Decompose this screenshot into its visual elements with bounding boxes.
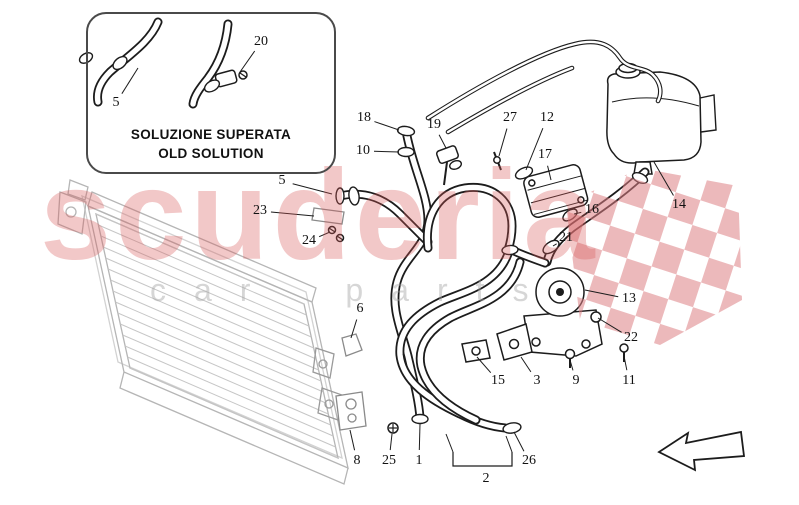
radiator-fin — [120, 323, 329, 415]
radiator-fin — [117, 312, 327, 404]
radiator-fin — [103, 246, 312, 338]
radiator-fin — [110, 279, 319, 371]
radiator-fin — [95, 213, 305, 305]
callout-5: 5 — [278, 173, 286, 188]
stud-part-27 — [493, 151, 502, 171]
callout-leader-line — [349, 429, 356, 451]
callout-27: 27 — [503, 110, 517, 125]
callout-leader-line — [418, 423, 421, 451]
clamp-part-5 — [348, 186, 360, 206]
bracket-callout-2 — [452, 452, 513, 467]
callout-leader-line — [569, 359, 574, 371]
callout-26: 26 — [522, 453, 536, 468]
clamp-part-26 — [502, 422, 522, 434]
callout-21: 21 — [559, 230, 573, 245]
callout-leader-line — [476, 356, 492, 374]
callout-leader-line — [552, 243, 557, 247]
radiator-fin — [124, 345, 334, 437]
callout-leader-line — [653, 161, 674, 196]
callout-leader-line — [318, 231, 331, 238]
callout-leader-line — [373, 150, 400, 153]
callout-leader-line — [520, 356, 532, 373]
callout-13: 13 — [622, 291, 636, 306]
checkered-flag-watermark — [566, 168, 742, 345]
radiator-fin — [105, 257, 314, 349]
inset-clamp — [112, 55, 128, 71]
callout-leader-line — [374, 121, 400, 131]
radiator-fin — [107, 268, 317, 360]
leader-lines-layer — [121, 50, 674, 453]
radiator-fin — [122, 334, 331, 426]
callout-leader-line — [445, 433, 454, 453]
callout-19: 19 — [427, 117, 441, 132]
callout-leader-line — [573, 211, 582, 215]
callout-24: 24 — [302, 233, 316, 248]
callout-leader-line — [121, 67, 139, 94]
inset-caption-line1: SOLUZIONE SUPERATA — [130, 126, 292, 142]
callout-18: 18 — [357, 110, 371, 125]
callout-16: 16 — [585, 202, 599, 217]
radiator-fin — [115, 301, 324, 393]
callout-25: 25 — [382, 453, 396, 468]
bolt-part-25 — [387, 422, 399, 434]
callout-leader-line — [389, 433, 393, 451]
callout-3: 3 — [533, 373, 541, 388]
radiator-fin — [100, 235, 310, 327]
callout-leader-line — [623, 355, 628, 371]
callout-23: 23 — [253, 203, 267, 218]
callout-leader-line — [292, 183, 333, 195]
callout-leader-line — [525, 128, 544, 171]
callout-12: 12 — [540, 110, 554, 125]
rigid-pipes — [425, 39, 663, 135]
callout-2: 2 — [482, 471, 490, 486]
radiator-fin — [112, 290, 322, 382]
callout-leader-line — [547, 165, 552, 181]
callout-20: 20 — [254, 34, 268, 49]
screws-part-24 — [327, 225, 345, 243]
callout-22: 22 — [624, 330, 638, 345]
callout-8: 8 — [353, 453, 361, 468]
bolt-part-11 — [619, 343, 629, 362]
callout-leader-line — [584, 289, 619, 298]
radiator-fin — [129, 367, 339, 459]
callout-leader-line — [505, 435, 513, 453]
water-pump-assembly — [461, 267, 629, 368]
inset-caption-line2: OLD SOLUTION — [158, 146, 264, 162]
callout-leader-line — [498, 128, 508, 157]
callout-17: 17 — [538, 147, 552, 162]
callout-leader-line — [350, 319, 358, 339]
inset-caption: SOLUZIONE SUPERATA OLD SOLUTION — [88, 125, 334, 164]
old-solution-inset-box: SOLUZIONE SUPERATA OLD SOLUTION — [86, 12, 336, 174]
callout-6: 6 — [356, 301, 364, 316]
callout-leader-line — [597, 317, 622, 333]
radiator-mounts — [335, 333, 367, 431]
radiator-fin — [127, 356, 336, 448]
callout-5: 5 — [112, 95, 120, 110]
radiator-fins — [95, 213, 339, 459]
expansion-tank — [606, 62, 717, 175]
callout-15: 15 — [491, 373, 505, 388]
radiator — [57, 179, 349, 485]
clamp-part-21 — [542, 239, 560, 255]
callout-leader-line — [239, 50, 256, 73]
callout-14: 14 — [672, 197, 686, 212]
callout-11: 11 — [622, 373, 636, 388]
callout-10: 10 — [356, 143, 370, 158]
direction-arrow — [657, 430, 746, 472]
callout-leader-line — [438, 134, 447, 149]
callout-1: 1 — [415, 453, 423, 468]
inset-artwork — [78, 17, 248, 109]
callout-9: 9 — [572, 373, 580, 388]
fitting-part-19 — [435, 145, 463, 170]
screw-part-20 — [238, 70, 248, 80]
radiator-fin — [98, 224, 307, 316]
callout-leader-line — [513, 431, 525, 452]
mount-bracket-part-8 — [335, 391, 367, 431]
bolt-part-9 — [564, 348, 576, 368]
clamp-part-12 — [514, 166, 534, 180]
callout-leader-line — [270, 211, 315, 217]
